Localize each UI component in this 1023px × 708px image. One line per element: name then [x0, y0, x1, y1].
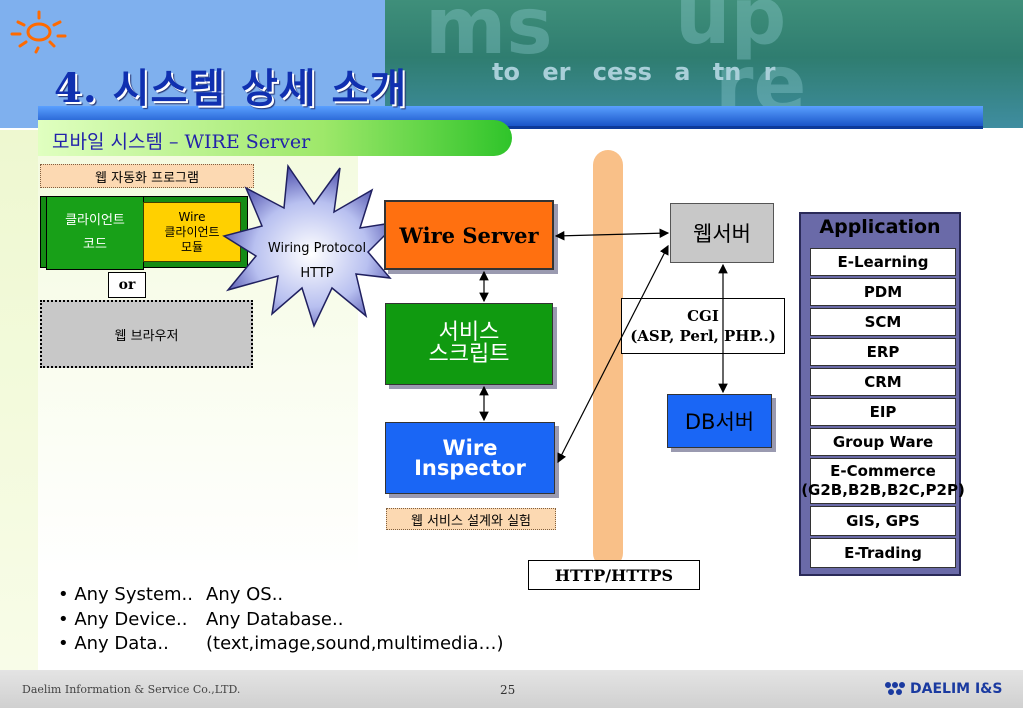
web-browser-box: 웹 브라우저 [40, 300, 253, 368]
application-item-label: GIS, GPS [846, 511, 920, 530]
service-script-box: 서비스 스크립트 [385, 303, 553, 385]
logo-text: DAELIM I&S [910, 681, 1003, 697]
application-item: GIS, GPS [810, 506, 956, 536]
wire-inspector-line: Inspector [414, 456, 526, 480]
application-item: E-Learning [810, 248, 956, 276]
wiring-protocol-label: Wiring Protocol HTTP [250, 236, 384, 286]
application-item-label: Group Ware [832, 432, 934, 451]
bullet-text: • Any Data.. [58, 633, 169, 654]
automation-label: 웹 자동화 프로그램 [40, 164, 254, 188]
header-background-text: to er cess a tn r [492, 58, 776, 86]
client-code-box: 클라이언트 코드 [46, 196, 144, 270]
service-script-line: 서비스 [438, 320, 500, 345]
cgi-line: (ASP, Perl, PHP..) [630, 327, 776, 345]
cgi-box: CGI (ASP, Perl, PHP..) [621, 298, 785, 354]
protocol-line: Wiring Protocol [267, 241, 367, 256]
wire-module-line: 클라이언트 [164, 224, 220, 239]
bullet-text: Any Database.. [206, 609, 344, 630]
bullet-line: • Any Device.. Any Database.. [58, 609, 343, 630]
subtitle-bar [38, 120, 512, 156]
service-script-line: 스크립트 [428, 342, 510, 367]
company-name: Daelim Information & Service Co.,LTD. [22, 683, 241, 696]
decorative-letters: ms [425, 0, 553, 72]
application-item: PDM [810, 278, 956, 306]
application-item-label: SCM [864, 312, 902, 331]
http-channel-oval [593, 150, 623, 568]
application-item-label: CRM [864, 372, 902, 391]
application-item: E-Commerce (G2B,B2B,B2C,P2P) [801, 458, 965, 504]
page-title: 4. 시스템 상세 소개 [54, 65, 408, 112]
http-label: HTTP/HTTPS [528, 560, 700, 590]
application-item: ERP [810, 338, 956, 366]
bullet-line: • Any System.. Any OS.. [58, 584, 283, 605]
left-decor-strip [0, 130, 38, 670]
cgi-line: CGI [687, 307, 719, 325]
web-server-box: 웹서버 [670, 203, 774, 263]
application-item-label: PDM [863, 282, 903, 301]
bullet-text: • Any Device.. [58, 609, 188, 630]
wire-server-box: Wire Server [384, 200, 554, 270]
bullet-text: Any OS.. [206, 584, 284, 605]
wire-client-module-box: Wire 클라이언트 모듈 [143, 202, 241, 262]
application-item-label: (G2B,B2B,B2C,P2P) [801, 481, 965, 499]
application-item: EIP [810, 398, 956, 426]
application-item: Group Ware [810, 428, 956, 456]
client-code-line: 코드 [83, 237, 107, 252]
decorative-letters: up [675, 0, 787, 62]
wire-module-line: 모듈 [180, 239, 204, 254]
or-label: or [108, 272, 146, 298]
page-number: 25 [500, 683, 516, 697]
client-code-line: 클라이언트 [65, 213, 125, 228]
db-server-box: DB서버 [667, 394, 772, 448]
wire-inspector-box: Wire Inspector [385, 422, 555, 494]
protocol-line: HTTP [300, 266, 334, 281]
subtitle: 모바일 시스템 – WIRE Server [52, 131, 311, 153]
footer-bar [0, 670, 1023, 708]
application-title: Application [819, 216, 941, 238]
application-item: SCM [810, 308, 956, 336]
header-bar-line [38, 126, 983, 129]
application-item-label: ERP [866, 342, 900, 361]
application-item-label: E-Commerce [830, 462, 936, 480]
bullet-text: • Any System.. [58, 584, 193, 605]
application-item: E-Trading [810, 538, 956, 568]
application-item-label: E-Learning [837, 252, 929, 271]
daelim-logo-icon [885, 682, 905, 695]
wire-inspector-line: Wire [442, 436, 498, 460]
wire-module-line: Wire [178, 209, 206, 224]
application-item: CRM [810, 368, 956, 396]
sun-icon [10, 10, 67, 54]
bullet-text: (text,image,sound,multimedia…) [206, 633, 504, 654]
bullet-line: • Any Data.. (text,image,sound,multimedia… [58, 633, 504, 654]
company-logo: DAELIM I&S [884, 679, 1004, 699]
web-design-label: 웹 서비스 설계와 실험 [386, 508, 556, 530]
application-item-label: EIP [869, 402, 897, 421]
application-item-label: E-Trading [844, 543, 922, 562]
